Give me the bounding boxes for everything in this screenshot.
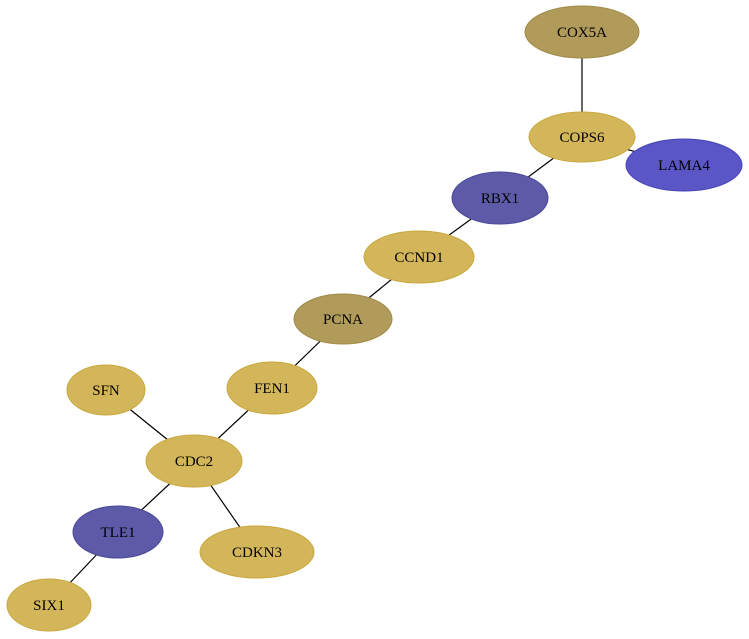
node-label-cox5a: COX5A: [557, 25, 607, 41]
node-cox5a[interactable]: COX5A: [524, 5, 640, 59]
node-cops6[interactable]: COPS6: [528, 111, 636, 163]
node-shape-ccnd1[interactable]: [363, 230, 475, 284]
node-label-pcna: PCNA: [323, 312, 363, 328]
node-label-rbx1: RBX1: [481, 191, 519, 207]
node-shape-sfn[interactable]: [66, 364, 146, 416]
node-shape-fen1[interactable]: [226, 361, 318, 415]
node-shape-tle1[interactable]: [72, 505, 164, 559]
node-shape-cox5a[interactable]: [524, 5, 640, 59]
node-label-cops6: COPS6: [559, 130, 605, 146]
node-shape-cdc2[interactable]: [145, 434, 243, 488]
node-shape-pcna[interactable]: [293, 293, 393, 345]
node-lama4[interactable]: LAMA4: [625, 138, 743, 192]
node-fen1[interactable]: FEN1: [226, 361, 318, 415]
node-label-fen1: FEN1: [254, 381, 290, 397]
node-shape-cops6[interactable]: [528, 111, 636, 163]
node-shape-cdkn3[interactable]: [199, 525, 315, 579]
node-label-cdkn3: CDKN3: [232, 545, 282, 561]
node-sfn[interactable]: SFN: [66, 364, 146, 416]
node-cdc2[interactable]: CDC2: [145, 434, 243, 488]
node-tle1[interactable]: TLE1: [72, 505, 164, 559]
node-label-cdc2: CDC2: [175, 454, 213, 470]
node-shape-rbx1[interactable]: [451, 171, 549, 225]
node-shape-six1[interactable]: [6, 578, 92, 632]
node-pcna[interactable]: PCNA: [293, 293, 393, 345]
node-rbx1[interactable]: RBX1: [451, 171, 549, 225]
node-label-ccnd1: CCND1: [394, 250, 443, 266]
node-shape-lama4[interactable]: [625, 138, 743, 192]
node-label-lama4: LAMA4: [658, 158, 710, 174]
node-label-tle1: TLE1: [101, 525, 136, 541]
node-six1[interactable]: SIX1: [6, 578, 92, 632]
node-label-six1: SIX1: [33, 598, 65, 614]
node-ccnd1[interactable]: CCND1: [363, 230, 475, 284]
node-label-sfn: SFN: [92, 383, 120, 399]
node-cdkn3[interactable]: CDKN3: [199, 525, 315, 579]
